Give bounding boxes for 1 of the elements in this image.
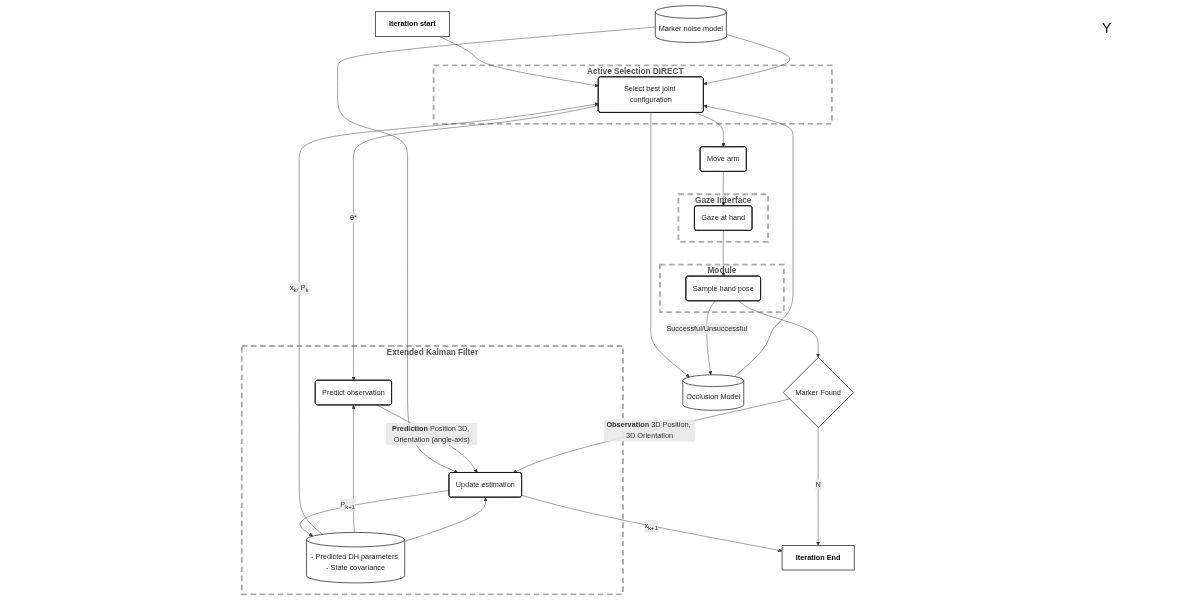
branch-label: Y [1102,20,1113,36]
